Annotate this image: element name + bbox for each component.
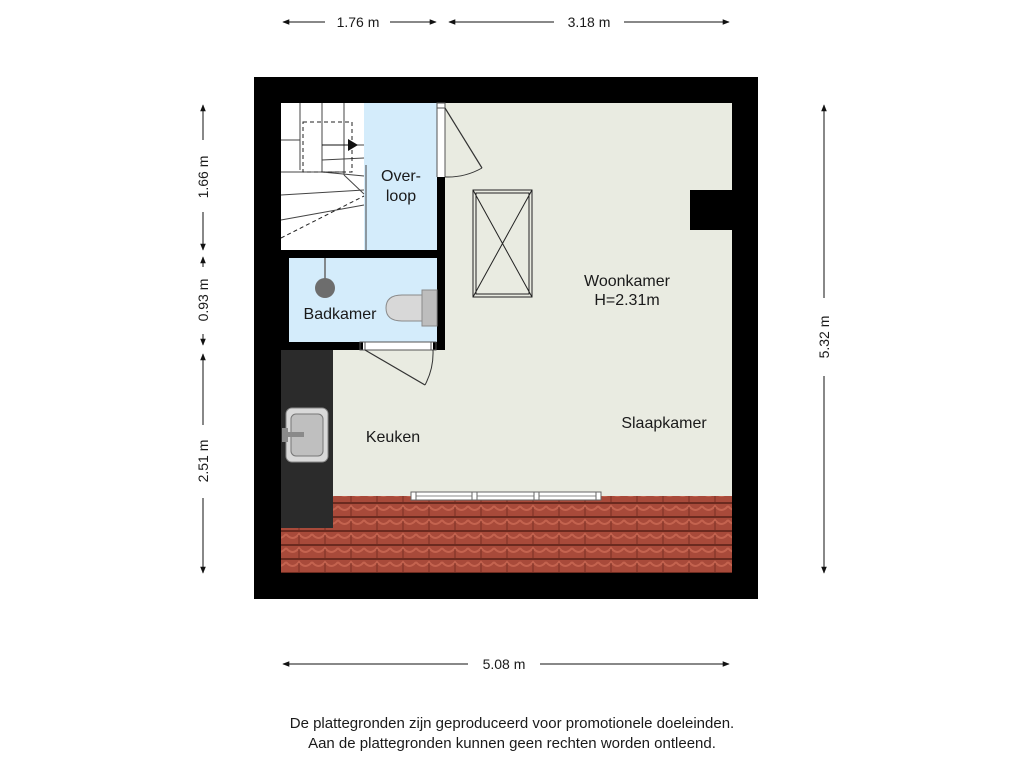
dimension-label: 5.32 m <box>816 316 832 359</box>
chimney <box>690 190 732 230</box>
floor-plan: 1.76 m 3.18 m 1.66 m 0.93 m 2.51 m 5.32 … <box>195 14 832 672</box>
overloop-floor <box>364 103 437 250</box>
room-height-label: H=2.31m <box>594 292 659 309</box>
dimension-right: 5.32 m <box>816 104 832 574</box>
inner-wall <box>433 342 445 350</box>
stairs <box>280 103 365 239</box>
room-label-overloop: loop <box>386 188 416 205</box>
inner-wall <box>281 342 363 350</box>
disclaimer-line: Aan de plattegronden kunnen geen rechten… <box>308 735 716 752</box>
skylight <box>472 189 533 298</box>
dimension-bottom: 5.08 m <box>282 656 730 672</box>
room-label-slaapkamer: Slaapkamer <box>621 415 707 432</box>
disclaimer: De plattegronden zijn geproduceerd voor … <box>0 714 1024 754</box>
sink <box>282 407 329 463</box>
roof-slope <box>333 496 732 573</box>
toilet <box>385 289 438 327</box>
door-overloop <box>436 102 483 178</box>
room-label-overloop: Over- <box>381 168 421 185</box>
dimension-label: 2.51 m <box>195 440 211 483</box>
dimension-left-bottom: 2.51 m <box>195 353 211 574</box>
dimension-left-top: 1.66 m <box>195 104 211 251</box>
room-label-woonkamer: Woonkamer <box>584 273 671 290</box>
room-label-keuken: Keuken <box>366 429 420 446</box>
shower <box>315 258 335 298</box>
dimension-top-left: 1.76 m <box>282 14 437 30</box>
dimension-label: 5.08 m <box>483 656 526 672</box>
roof-slope <box>281 528 333 573</box>
inner-wall <box>281 250 445 258</box>
dimension-label: 0.93 m <box>195 279 211 322</box>
dimension-label: 1.76 m <box>337 14 380 30</box>
window <box>410 491 602 501</box>
inner-wall <box>437 103 445 350</box>
inner-wall <box>281 250 289 350</box>
room-label-badkamer: Badkamer <box>304 306 378 323</box>
dimension-label: 3.18 m <box>568 14 611 30</box>
disclaimer-line: De plattegronden zijn geproduceerd voor … <box>289 715 735 732</box>
door-badkamer <box>359 341 437 386</box>
dimension-label: 1.66 m <box>195 156 211 199</box>
dimension-top-right: 3.18 m <box>448 14 730 30</box>
dimension-left-middle: 0.93 m <box>195 256 211 346</box>
